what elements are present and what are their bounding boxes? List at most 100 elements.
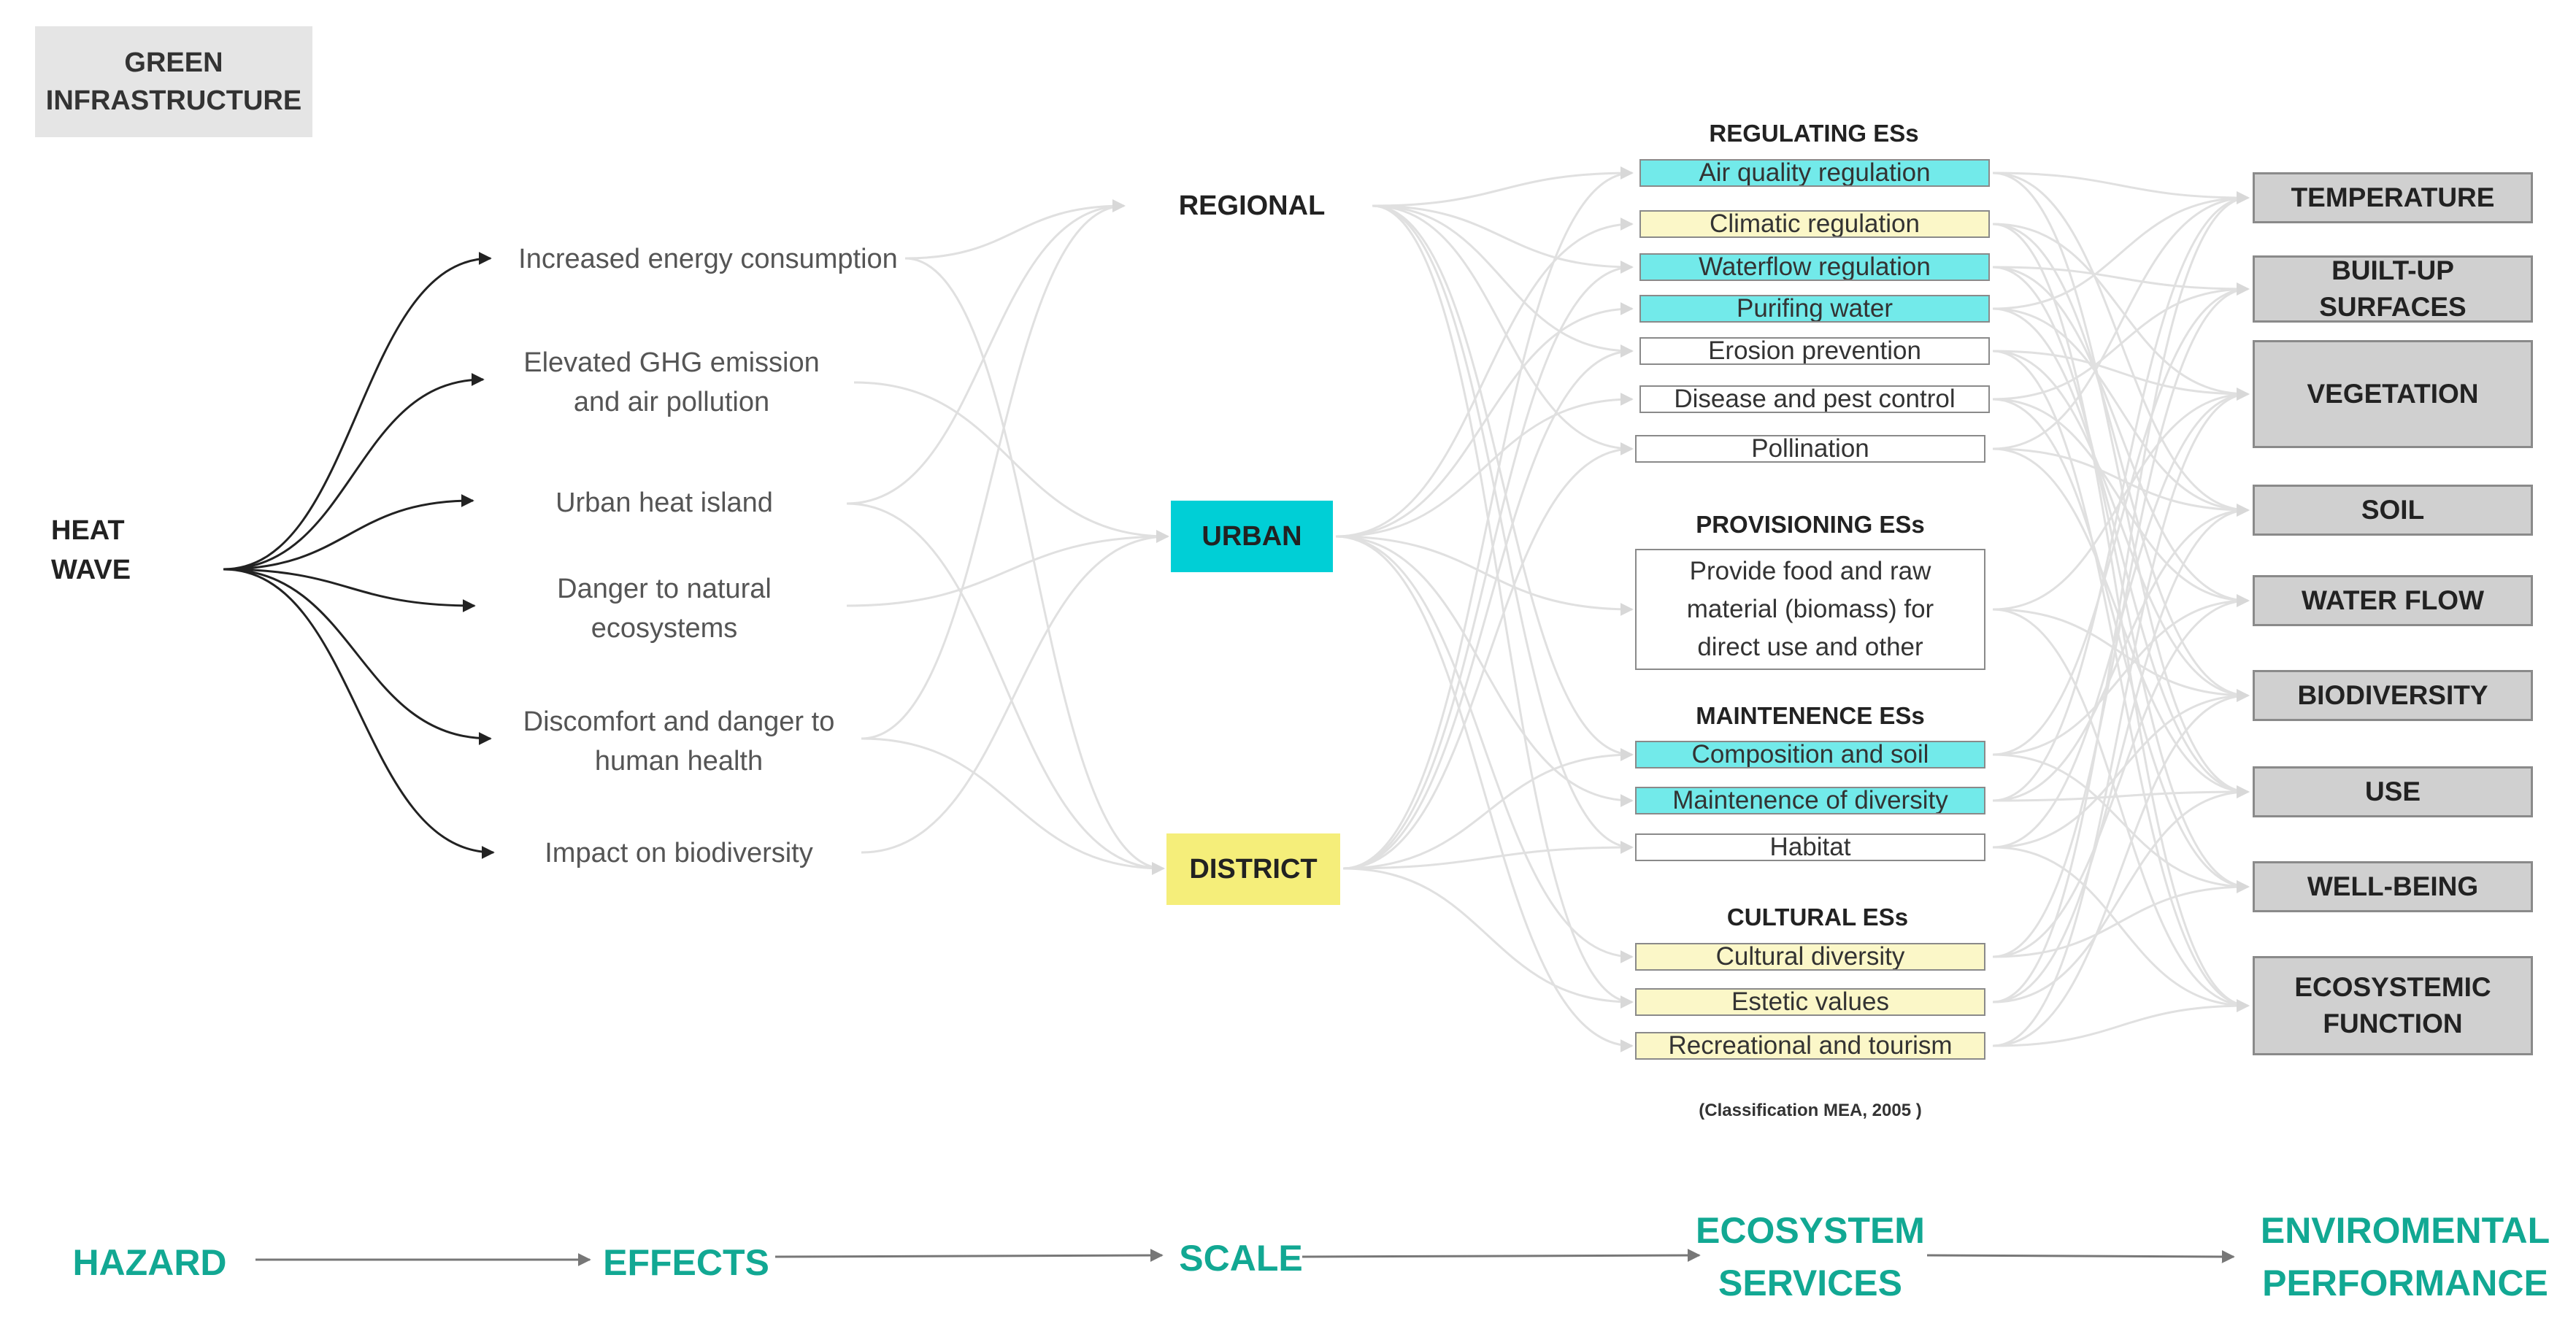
es-maintenence-of-diversity: Maintenence of diversity — [1635, 787, 1985, 814]
scale-urban: URBAN — [1171, 501, 1333, 572]
connector-es-performance — [1992, 191, 2250, 450]
connector-scale-es — [1335, 393, 1634, 538]
connector-scale-es — [1335, 217, 1634, 538]
diagram-title: GREEN INFRASTRUCTURE — [35, 26, 312, 137]
perf-well-being: WELL-BEING — [2253, 861, 2533, 912]
connector-es-performance — [1992, 504, 2250, 1004]
effect-natural-ecosystems: Danger to natural ecosystems — [557, 574, 772, 644]
connector-scale-es — [1342, 261, 1634, 870]
connector-es-performance — [1992, 689, 2250, 849]
es-air-quality-regulation: Air quality regulation — [1639, 159, 1990, 187]
arrow-ecosystem-to-performance — [1926, 1249, 2235, 1263]
es-recreational-tourism: Recreational and tourism — [1635, 1032, 1985, 1060]
connector-es-performance — [1992, 398, 2250, 893]
connector-es-performance — [1992, 282, 2250, 401]
category-regulating: REGULATING ESs — [1709, 120, 1919, 147]
connector-es-performance — [1992, 191, 2250, 802]
perf-soil: SOIL — [2253, 485, 2533, 536]
connector-hazard-effect — [223, 568, 492, 745]
es-provide-food-raw-material: Provide food and raw material (biomass) … — [1635, 549, 1985, 670]
connector-es-performance — [1992, 880, 2250, 958]
connector-es-performance — [1992, 608, 2250, 702]
connector-es-performance — [1992, 785, 2250, 1004]
connector-effect-scale — [904, 199, 1126, 260]
connector-hazard-effect — [223, 373, 485, 571]
connector-scale-es — [1342, 867, 1634, 1009]
stage-enviromental-performance: ENVIROMENTAL PERFORMANCE — [2260, 1210, 2550, 1303]
connector-es-performance — [1992, 223, 2250, 1012]
stage-ecosystem-services: ECOSYSTEM SERVICES — [1696, 1210, 1925, 1303]
effect-urban-heat-island: Urban heat island — [555, 488, 773, 518]
connector-es-performance — [1992, 388, 2250, 1047]
es-erosion-prevention: Erosion prevention — [1639, 337, 1990, 365]
effect-energy-consumption: Increased energy consumption — [518, 244, 898, 274]
connector-hazard-effect — [223, 494, 474, 571]
effect-human-health: Discomfort and danger to human health — [523, 706, 835, 777]
connector-es-performance — [1992, 753, 2250, 893]
hazard-node: HEAT WAVE — [51, 515, 131, 585]
es-waterflow-regulation: Waterflow regulation — [1639, 253, 1990, 281]
connector-es-performance — [1992, 266, 2250, 296]
connector-effect-scale — [846, 502, 1165, 875]
es-pollination: Pollination — [1635, 435, 1985, 463]
connector-effect-scale — [846, 199, 1126, 505]
connector-es-performance — [1992, 307, 2250, 798]
connector-scale-es — [1335, 535, 1634, 616]
es-estetic-values: Estetic values — [1635, 988, 1985, 1016]
classification-note: (Classification MEA, 2005 ) — [1699, 1101, 1922, 1120]
es-habitat: Habitat — [1635, 833, 1985, 861]
connector-scale-es — [1342, 748, 1634, 870]
diagram-title-text: GREEN INFRASTRUCTURE — [45, 47, 302, 116]
connector-effect-scale — [861, 530, 1169, 854]
connector-es-performance — [1992, 191, 2250, 1004]
es-cultural-diversity: Cultural diversity — [1635, 943, 1985, 971]
connector-es-performance — [1992, 172, 2250, 204]
connector-es-performance — [1992, 282, 2250, 958]
connector-es-performance — [1992, 266, 2250, 607]
connector-scale-es — [1372, 204, 1634, 455]
connector-es-performance — [1992, 172, 2250, 517]
category-provisioning: PROVISIONING ESs — [1696, 511, 1925, 538]
connector-effect-scale — [853, 381, 1169, 543]
connector-es-performance — [1992, 447, 2250, 517]
connector-hazard-effect — [223, 568, 476, 612]
connector-effect-scale — [846, 530, 1169, 607]
effect-ghg-emission: Elevated GHG emission and air pollution — [523, 347, 820, 417]
perf-water-flow: WATER FLOW — [2253, 575, 2533, 626]
connector-effect-scale — [861, 737, 1165, 875]
es-composition-and-soil: Composition and soil — [1635, 741, 1985, 768]
connector-scale-es — [1342, 442, 1634, 870]
category-cultural: CULTURAL ESs — [1726, 904, 1909, 931]
connector-scale-es — [1372, 204, 1634, 358]
connector-es-performance — [1992, 191, 2250, 310]
perf-built-up-surfaces: BUILT-UP SURFACES — [2253, 255, 2533, 323]
es-disease-pest-control: Disease and pest control — [1639, 385, 1990, 413]
connector-es-performance — [1992, 608, 2250, 1012]
connector-es-performance — [1992, 172, 2250, 798]
arrow-effects-to-scale — [774, 1249, 1164, 1263]
connector-effect-scale — [904, 257, 1165, 875]
connector-es-performance — [1992, 504, 2250, 802]
effect-biodiversity-impact: Impact on biodiversity — [545, 838, 813, 868]
connector-scale-es — [1342, 344, 1634, 870]
connector-scale-es — [1372, 204, 1634, 1009]
perf-use: USE — [2253, 766, 2533, 817]
connector-scale-es — [1335, 535, 1634, 1052]
connector-scale-es — [1372, 166, 1634, 207]
connector-es-performance — [1992, 846, 2250, 1012]
connector-scale-es — [1372, 204, 1634, 854]
connector-es-performance — [1992, 350, 2250, 401]
connector-es-performance — [1992, 223, 2250, 401]
category-maintenance: MAINTENENCE ESs — [1696, 702, 1925, 729]
connector-scale-es — [1335, 302, 1634, 538]
es-purifing-water: Purifing water — [1639, 295, 1990, 323]
connector-hazard-effect — [223, 568, 495, 859]
connector-scale-es — [1372, 204, 1634, 274]
perf-vegetation: VEGETATION — [2253, 340, 2533, 448]
perf-ecosystemic-function: ECOSYSTEMIC FUNCTION — [2253, 956, 2533, 1055]
connector-scale-es — [1342, 841, 1634, 870]
scale-regional: REGIONAL — [1178, 190, 1326, 221]
scale-district: DISTRICT — [1166, 833, 1340, 905]
